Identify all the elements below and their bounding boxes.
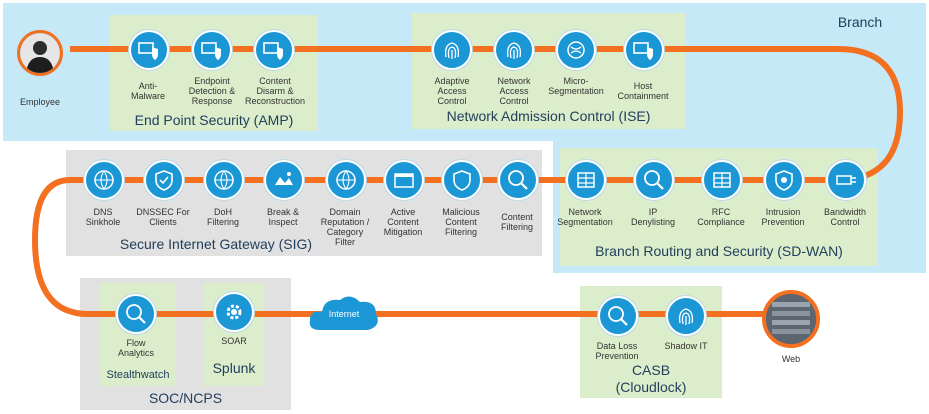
doh-filtering-icon: [204, 160, 244, 200]
ip-denylisting-label: IP Denylisting: [630, 207, 676, 227]
employee-avatar: [17, 30, 63, 76]
endpoint-detection-icon: [192, 30, 232, 70]
active-content-mitigation-icon: [384, 160, 424, 200]
network-segmentation-label: Network Segmentation: [557, 207, 613, 227]
data-loss-prevention-label: Data Loss Prevention: [595, 341, 639, 361]
employee-label: Employee: [19, 97, 61, 107]
amp-title: End Point Security (AMP): [134, 112, 294, 128]
host-containment-label: Host Containment: [617, 81, 669, 101]
soc-title: SOC/NCPS: [148, 390, 223, 406]
malicious-content-filtering-icon: [442, 160, 482, 200]
adaptive-access-fingerprint-icon: [432, 30, 472, 70]
ise-title: Network Admission Control (ISE): [446, 108, 651, 124]
doh-filtering-label: DoH Filtering: [206, 207, 239, 227]
sig-title: Secure Internet Gateway (SIG): [119, 236, 313, 252]
active-content-mitigation-label: Active Content Mitigation: [383, 207, 423, 237]
micro-segmentation-icon: [556, 30, 596, 70]
break-inspect-label: Break & Inspect: [266, 207, 299, 227]
internet-cloud-icon: [309, 296, 378, 330]
soar-gear-icon: [214, 292, 254, 332]
rfc-compliance-icon: [702, 160, 742, 200]
adaptive-access-label: Adaptive Access Control: [434, 76, 470, 106]
network-access-fingerprint-icon: [494, 30, 534, 70]
intrusion-prevention-label: Intrusion Prevention: [761, 207, 805, 227]
flow-analytics-label: Flow Analytics: [117, 338, 154, 358]
data-loss-prevention-icon: [598, 296, 638, 336]
malicious-content-filtering-label: Malicious Content Filtering: [442, 207, 480, 237]
anti-malware-icon: [129, 30, 169, 70]
anti-malware-label: Anti- Malware: [130, 81, 165, 101]
network-segmentation-icon: [566, 160, 606, 200]
shadow-it-fingerprint-icon: [666, 296, 706, 336]
web-label: Web: [781, 354, 801, 364]
content-disarm-icon: [254, 30, 294, 70]
content-disarm-label: Content Disarm & Reconstruction: [244, 76, 306, 106]
dnssec-for-clients-label: DNSSEC For Clients: [136, 207, 190, 227]
network-access-label: Network Access Control: [497, 76, 531, 106]
bandwidth-control-label: Bandwidth Control: [823, 207, 867, 227]
web-image: [762, 290, 820, 348]
bandwidth-control-icon: [826, 160, 866, 200]
micro-segmentation-label: Micro- Segmentation: [548, 76, 604, 96]
dnssec-for-clients-icon: [144, 160, 184, 200]
content-filtering-icon: [498, 160, 538, 200]
casb-title: CASB (Cloudlock): [615, 362, 687, 395]
soar-label: SOAR: [221, 336, 247, 346]
branch-label: Branch: [837, 14, 883, 30]
endpoint-detection-label: Endpoint Detection & Response: [188, 76, 236, 106]
sdwan-title: Branch Routing and Security (SD-WAN): [595, 243, 843, 259]
ip-denylisting-icon: [634, 160, 674, 200]
shadow-it-label: Shadow IT: [664, 341, 708, 351]
splunk-title: Splunk: [212, 360, 256, 376]
domain-reputation-icon: [326, 160, 366, 200]
content-filtering-label: Content Filtering: [500, 212, 533, 232]
intrusion-prevention-icon: [764, 160, 804, 200]
internet-label: Internet: [328, 309, 360, 319]
break-inspect-icon: [264, 160, 304, 200]
domain-reputation-label: Domain Reputation / Category Filter: [320, 207, 370, 247]
rfc-compliance-label: RFC Compliance: [697, 207, 745, 227]
host-containment-icon: [624, 30, 664, 70]
dns-sinkhole-label: DNS Sinkhole: [85, 207, 121, 227]
dns-sinkhole-icon: [84, 160, 124, 200]
flow-analytics-icon: [116, 294, 156, 334]
stealthwatch-title: Stealthwatch: [106, 369, 170, 381]
